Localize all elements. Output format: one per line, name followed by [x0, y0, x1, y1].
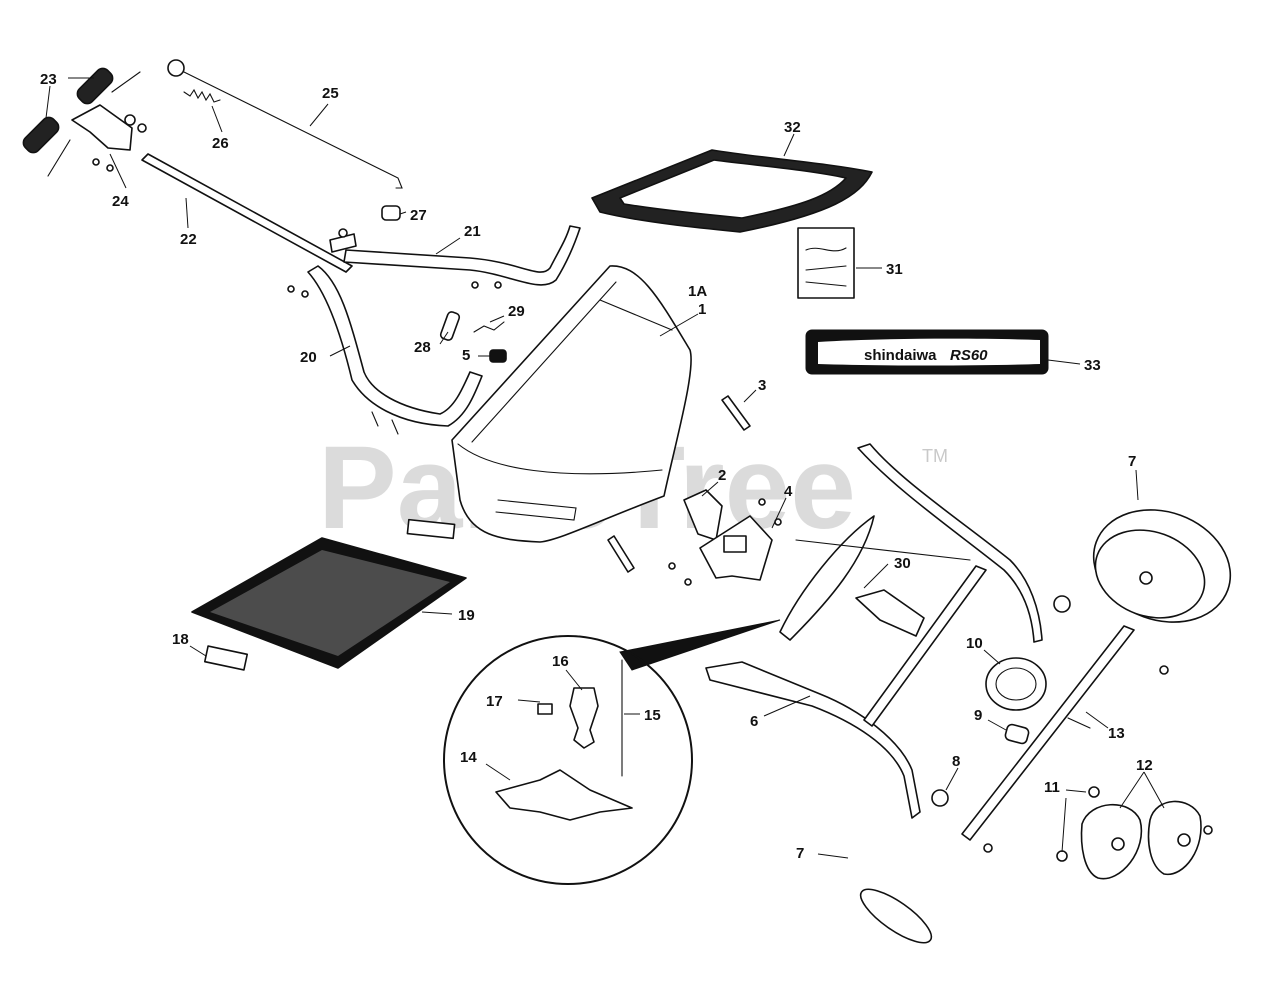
- part-pin-28[interactable]: [439, 311, 461, 341]
- part-control-rod[interactable]: [167, 59, 403, 189]
- callout-21: 21: [464, 223, 481, 240]
- callout-13: 13: [1108, 725, 1125, 742]
- callout-22: 22: [180, 231, 197, 248]
- part-strip[interactable]: [406, 518, 456, 540]
- callout-32: 32: [784, 119, 801, 136]
- callout-12: 12: [1136, 757, 1153, 774]
- part-grips[interactable]: [20, 65, 115, 155]
- callout-10: 10: [966, 635, 983, 652]
- callout-14: 14: [460, 749, 477, 766]
- callout-20: 20: [300, 349, 317, 366]
- callout-6: 6: [750, 713, 758, 730]
- callout-1: 1: [698, 301, 706, 318]
- part-manual[interactable]: [797, 227, 855, 299]
- part-clip-29[interactable]: [473, 321, 505, 333]
- callout-27: 27: [410, 207, 427, 224]
- part-lower-handle[interactable]: [141, 153, 357, 273]
- callout-28: 28: [414, 339, 431, 356]
- part-deflector[interactable]: [779, 515, 925, 641]
- callout-15: 15: [644, 707, 661, 724]
- part-main-frame[interactable]: [705, 443, 1043, 819]
- callouts: 23 24 25 26 27 22 21 32 31 1A 1 29 28 5 …: [40, 71, 1153, 862]
- callout-9: 9: [974, 707, 982, 724]
- part-fasteners-11[interactable]: [1056, 786, 1213, 862]
- part-axle[interactable]: [961, 625, 1169, 853]
- part-mesh-screen[interactable]: [191, 537, 467, 669]
- callout-31: 31: [886, 261, 903, 278]
- callout-2: 2: [718, 467, 726, 484]
- part-washer-top[interactable]: [1053, 595, 1071, 613]
- callout-24: 24: [112, 193, 129, 210]
- part-strip-18[interactable]: [203, 645, 249, 671]
- part-washer-8[interactable]: [931, 789, 949, 807]
- callout-5: 5: [462, 347, 470, 364]
- part-tire[interactable]: [1078, 491, 1246, 640]
- callout-7-top: 7: [1128, 453, 1136, 470]
- part-gearbox[interactable]: [1080, 800, 1202, 880]
- part-agitator-14[interactable]: [495, 769, 633, 821]
- decal-brand: shindaiwa: [864, 347, 937, 364]
- detail-inset: [443, 619, 781, 885]
- watermark-tm: TM: [922, 446, 948, 466]
- callout-8: 8: [952, 753, 960, 770]
- callout-23: 23: [40, 71, 57, 88]
- callout-25: 25: [322, 85, 339, 102]
- part-spring[interactable]: [183, 88, 221, 103]
- callout-16: 16: [552, 653, 569, 670]
- part-clevis-16[interactable]: [569, 687, 599, 749]
- callout-33: 33: [1084, 357, 1101, 374]
- decal-model: RS60: [950, 347, 988, 364]
- callout-7-bottom: 7: [796, 845, 804, 862]
- callout-29: 29: [508, 303, 525, 320]
- callout-17: 17: [486, 693, 503, 710]
- callout-4: 4: [784, 483, 793, 500]
- part-handle-bracket[interactable]: [47, 71, 147, 177]
- part-nut-17[interactable]: [537, 703, 553, 715]
- part-bushing-27[interactable]: [381, 205, 401, 221]
- callout-19: 19: [458, 607, 475, 624]
- part-bushing-9[interactable]: [1004, 723, 1030, 745]
- part-gear[interactable]: [985, 657, 1047, 711]
- part-hopper-screen[interactable]: [591, 149, 873, 233]
- callout-11: 11: [1044, 779, 1060, 796]
- leader-lines: [45, 77, 1165, 859]
- callout-18: 18: [172, 631, 189, 648]
- part-upper-handle[interactable]: [338, 225, 581, 289]
- part-agitator-bracket[interactable]: [668, 489, 782, 586]
- part-decal[interactable]: shindaiwa RS60: [805, 329, 1049, 375]
- part-wheel-plate[interactable]: [854, 880, 939, 951]
- part-rod-small[interactable]: [607, 535, 635, 573]
- callout-30: 30: [894, 555, 911, 572]
- callout-26: 26: [212, 135, 229, 152]
- part-pin-3[interactable]: [721, 395, 751, 431]
- part-hopper[interactable]: [451, 265, 692, 543]
- callout-1A: 1A: [688, 283, 707, 300]
- part-spacer-5[interactable]: [489, 349, 507, 363]
- part-frame-bar[interactable]: [287, 265, 483, 435]
- callout-3: 3: [758, 377, 766, 394]
